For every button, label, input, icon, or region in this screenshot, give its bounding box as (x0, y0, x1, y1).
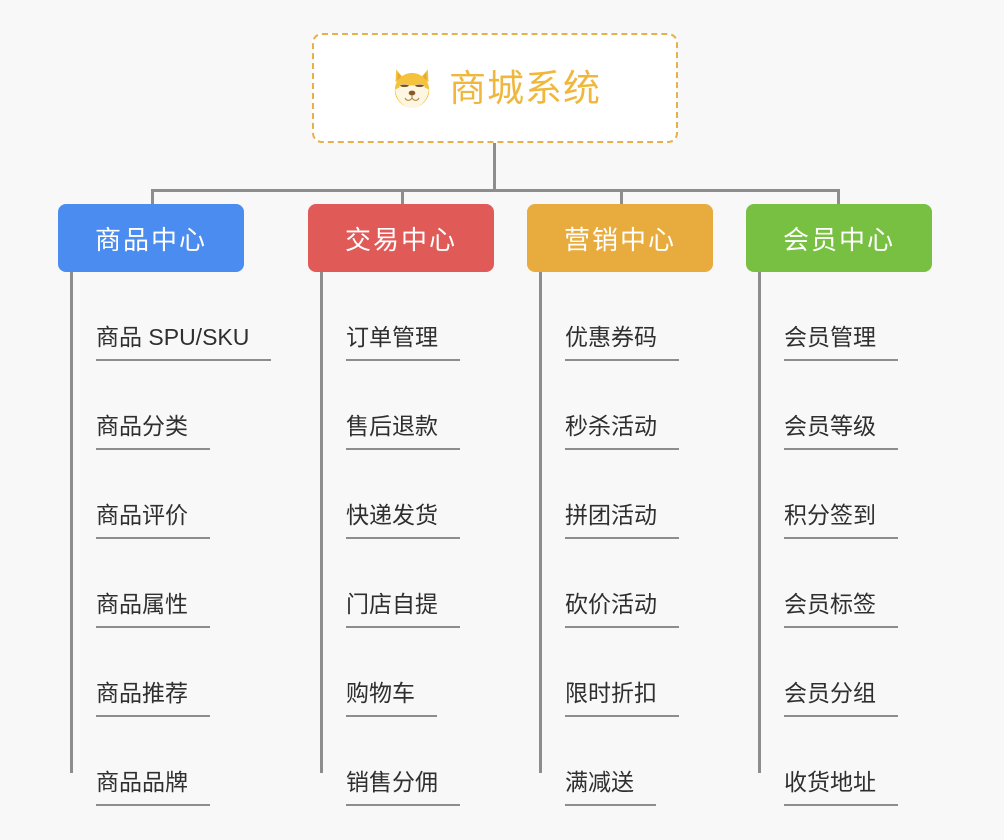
list-item[interactable]: 会员等级 (746, 361, 898, 450)
list-item[interactable]: 门店自提 (308, 539, 460, 628)
root-node-shop-system[interactable]: 商城系统 (312, 33, 678, 143)
list-item[interactable]: 积分签到 (746, 450, 898, 539)
branch-column-trade-center: 交易中心 订单管理 售后退款 快递发货 门店自提 购物车 销售分佣 (308, 204, 494, 806)
list-item[interactable]: 限时折扣 (527, 628, 679, 717)
list-item[interactable]: 优惠券码 (527, 272, 679, 361)
leaf-label: 订单管理 (346, 323, 460, 361)
leaf-label: 会员管理 (784, 323, 898, 361)
leaf-label: 拼团活动 (565, 501, 679, 539)
list-item[interactable]: 订单管理 (308, 272, 460, 361)
branch-column-marketing-center: 营销中心 优惠券码 秒杀活动 拼团活动 砍价活动 限时折扣 满减送 (527, 204, 713, 806)
branch-header-product-center[interactable]: 商品中心 (58, 204, 244, 272)
leaf-label: 购物车 (346, 679, 437, 717)
root-node-title: 商城系统 (449, 67, 601, 109)
list-item[interactable]: 商品品牌 (58, 717, 271, 806)
branch-leaf-list: 优惠券码 秒杀活动 拼团活动 砍价活动 限时折扣 满减送 (527, 272, 679, 806)
leaf-label: 秒杀活动 (565, 412, 679, 450)
leaf-label: 售后退款 (346, 412, 460, 450)
branch-header-trade-center[interactable]: 交易中心 (308, 204, 494, 272)
leaf-label: 商品属性 (96, 590, 210, 628)
list-item[interactable]: 购物车 (308, 628, 460, 717)
connector-root-stem (493, 143, 496, 191)
connector-drop-4 (837, 189, 840, 207)
list-item[interactable]: 会员管理 (746, 272, 898, 361)
leaf-label: 商品 SPU/SKU (96, 323, 272, 361)
list-item[interactable]: 商品分类 (58, 361, 271, 450)
branch-header-label: 营销中心 (563, 224, 676, 255)
list-item[interactable]: 售后退款 (308, 361, 460, 450)
list-item[interactable]: 拼团活动 (527, 450, 679, 539)
connector-horizontal-bus (151, 189, 839, 192)
leaf-label: 商品分类 (96, 412, 210, 450)
leaf-label: 满减送 (565, 768, 656, 806)
list-item[interactable]: 商品 SPU/SKU (58, 272, 272, 361)
connector-drop-1 (151, 189, 154, 207)
leaf-label: 会员分组 (784, 679, 898, 717)
connector-drop-3 (620, 189, 623, 207)
leaf-label: 收货地址 (784, 768, 898, 806)
list-item[interactable]: 会员标签 (746, 539, 898, 628)
list-item[interactable]: 会员分组 (746, 628, 898, 717)
branch-leaf-list: 商品 SPU/SKU 商品分类 商品评价 商品属性 商品推荐 商品品牌 (58, 272, 272, 806)
branch-spine (758, 272, 761, 773)
list-item[interactable]: 满减送 (527, 717, 679, 806)
branch-header-member-center[interactable]: 会员中心 (746, 204, 932, 272)
leaf-label: 商品品牌 (96, 768, 210, 806)
list-item[interactable]: 商品推荐 (58, 628, 271, 717)
leaf-label: 优惠券码 (565, 323, 679, 361)
branch-header-label: 交易中心 (344, 224, 457, 255)
branch-header-label: 会员中心 (782, 224, 895, 255)
leaf-label: 快递发货 (346, 501, 460, 539)
list-item[interactable]: 销售分佣 (308, 717, 460, 806)
leaf-label: 砍价活动 (565, 590, 679, 628)
shiba-inu-icon (394, 69, 430, 108)
branch-header-marketing-center[interactable]: 营销中心 (527, 204, 713, 272)
leaf-label: 积分签到 (784, 501, 898, 539)
leaf-label: 门店自提 (346, 590, 460, 628)
leaf-label: 会员标签 (784, 590, 898, 628)
list-item[interactable]: 商品属性 (58, 539, 271, 628)
list-item[interactable]: 商品评价 (58, 450, 271, 539)
list-item[interactable]: 秒杀活动 (527, 361, 679, 450)
branch-column-product-center: 商品中心 商品 SPU/SKU 商品分类 商品评价 商品属性 商品推荐 商品品牌 (58, 204, 272, 806)
list-item[interactable]: 快递发货 (308, 450, 460, 539)
connector-drop-2 (401, 189, 404, 207)
branch-column-member-center: 会员中心 会员管理 会员等级 积分签到 会员标签 会员分组 收货地址 (746, 204, 932, 806)
list-item[interactable]: 收货地址 (746, 717, 898, 806)
leaf-label: 限时折扣 (565, 679, 679, 717)
list-item[interactable]: 砍价活动 (527, 539, 679, 628)
leaf-label: 商品推荐 (96, 679, 210, 717)
branch-spine (539, 272, 542, 773)
branch-leaf-list: 会员管理 会员等级 积分签到 会员标签 会员分组 收货地址 (746, 272, 898, 806)
leaf-label: 会员等级 (784, 412, 898, 450)
branch-header-label: 商品中心 (94, 224, 207, 255)
leaf-label: 商品评价 (96, 501, 210, 539)
branch-spine (70, 272, 73, 773)
branch-spine (320, 272, 323, 773)
leaf-label: 销售分佣 (346, 768, 460, 806)
branch-leaf-list: 订单管理 售后退款 快递发货 门店自提 购物车 销售分佣 (308, 272, 460, 806)
